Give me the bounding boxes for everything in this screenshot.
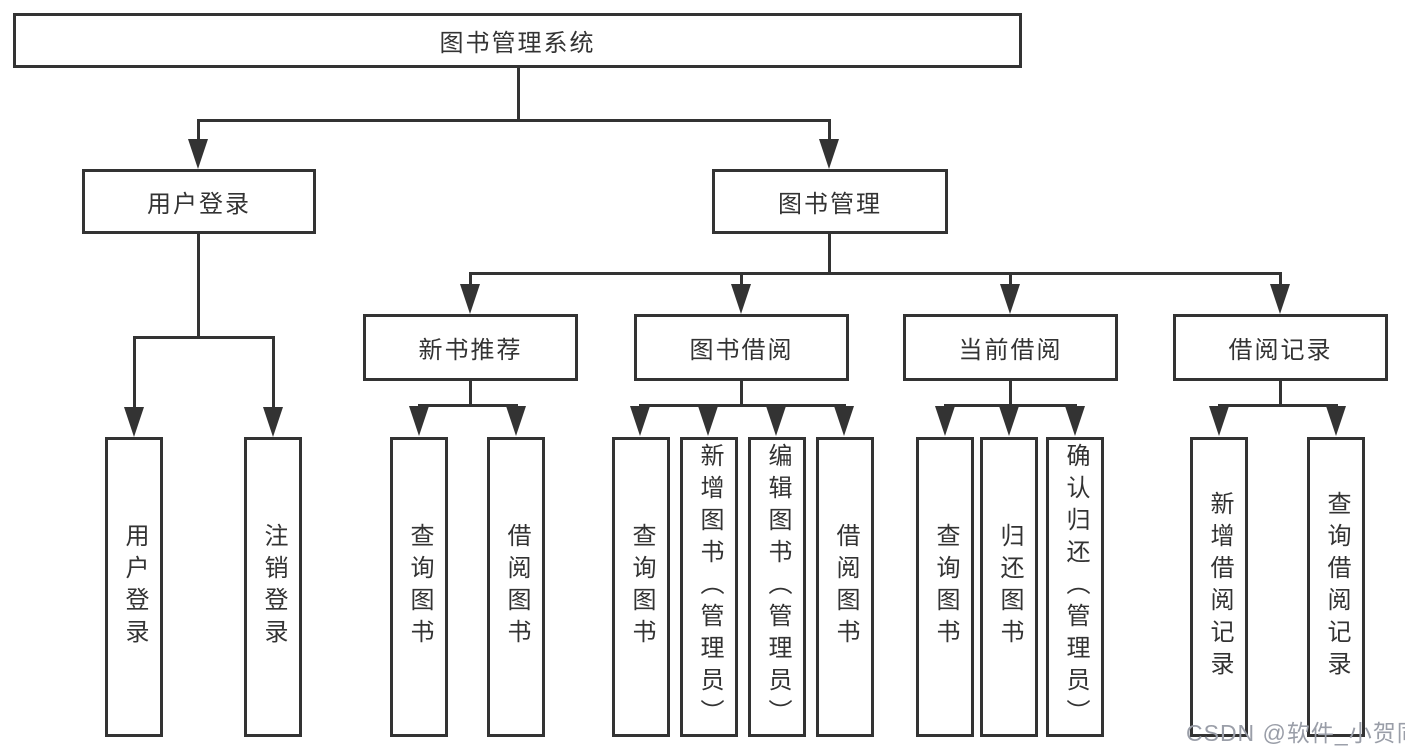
node-book-management-label: 图书管理: [778, 191, 882, 218]
arrow-to-login-leaf1: [124, 407, 144, 437]
node-borrow-borrow-books-label: 借阅图书: [832, 523, 859, 651]
connector-records-stub: [1279, 272, 1282, 288]
node-records-query-record-label: 查询借阅记录: [1323, 491, 1350, 683]
arrow-to-recommend-leaf2: [506, 406, 526, 436]
connector-borrow-vline: [740, 379, 743, 406]
node-new-book-recommend: 新书推荐: [363, 314, 578, 381]
node-current-borrow: 当前借阅: [903, 314, 1118, 381]
node-current-return-books-label: 归还图书: [996, 523, 1023, 651]
node-borrow-add-books-admin: 新增图书（管理员）: [680, 437, 738, 737]
node-recommend-borrow-books: 借阅图书: [487, 437, 545, 737]
node-book-borrow-label: 图书借阅: [689, 337, 794, 364]
arrow-to-current-leaf1: [935, 406, 955, 436]
node-root: 图书管理系统: [13, 13, 1022, 68]
node-current-borrow-label: 当前借阅: [958, 337, 1063, 364]
watermark: CSDN @软件_小贺同学: [1186, 720, 1405, 746]
connector-management-vline: [828, 233, 831, 275]
node-current-return-books: 归还图书: [980, 437, 1038, 737]
node-current-confirm-return-admin: 确认归还（管理员）: [1046, 437, 1104, 737]
node-current-query-books: 查询图书: [916, 437, 974, 737]
connector-login-vline: [197, 233, 200, 338]
arrow-to-book-management: [819, 139, 839, 169]
node-records-add-record-label: 新增借阅记录: [1206, 491, 1233, 683]
node-borrow-borrow-books: 借阅图书: [816, 437, 874, 737]
node-recommend-query-books: 查询图书: [390, 437, 448, 737]
arrow-to-book-borrow: [731, 284, 751, 314]
connector-borrow-hline: [639, 404, 846, 407]
node-current-query-books-label: 查询图书: [932, 523, 959, 651]
connector-login-leaf2-stub: [272, 336, 275, 410]
arrow-to-current-leaf2: [999, 406, 1019, 436]
arrow-to-current-borrow: [1000, 284, 1020, 314]
connector-borrow-stub: [740, 272, 743, 288]
connector-recommend-vline: [469, 379, 472, 406]
connector-login-leaf1-stub: [133, 336, 136, 410]
node-borrow-query-books-label: 查询图书: [628, 523, 655, 651]
node-borrow-query-books: 查询图书: [612, 437, 670, 737]
node-user-login: 用户登录: [82, 169, 316, 234]
node-recommend-query-books-label: 查询图书: [406, 523, 433, 651]
connector-current-stub: [1009, 272, 1012, 288]
connector-records-hline: [1218, 404, 1338, 407]
connector-login-hline: [133, 336, 275, 339]
node-login-user-login: 用户登录: [105, 437, 163, 737]
arrow-to-recommend-leaf1: [409, 406, 429, 436]
connector-login-stub: [197, 119, 200, 144]
connector-records-vline: [1279, 379, 1282, 406]
connector-recommend-stub: [469, 272, 472, 288]
arrow-to-borrow-leaf2: [698, 406, 718, 436]
node-login-logout: 注销登录: [244, 437, 302, 737]
node-login-logout-label: 注销登录: [260, 523, 287, 651]
arrow-to-records-leaf1: [1209, 406, 1229, 436]
arrow-to-borrow-leaf3: [766, 406, 786, 436]
node-new-book-recommend-label: 新书推荐: [418, 337, 523, 364]
arrow-to-new-book-recommend: [460, 284, 480, 314]
connector-root-vline: [517, 68, 520, 121]
arrow-to-user-login: [188, 139, 208, 169]
node-borrow-records-label: 借阅记录: [1228, 337, 1333, 364]
node-borrow-add-books-admin-label: 新增图书（管理员）: [696, 443, 723, 731]
connector-recommend-hline: [418, 404, 518, 407]
node-records-add-record: 新增借阅记录: [1190, 437, 1248, 737]
arrow-to-borrow-leaf1: [630, 406, 650, 436]
arrow-to-borrow-records: [1270, 284, 1290, 314]
arrow-to-records-leaf2: [1326, 406, 1346, 436]
connector-management-stub: [828, 119, 831, 144]
arrow-to-current-leaf3: [1065, 406, 1085, 436]
connector-current-vline: [1009, 379, 1012, 406]
connector-management-hline: [469, 272, 1282, 275]
node-book-borrow: 图书借阅: [634, 314, 849, 381]
node-recommend-borrow-books-label: 借阅图书: [503, 523, 530, 651]
node-borrow-edit-books-admin: 编辑图书（管理员）: [748, 437, 806, 737]
node-root-label: 图书管理系统: [439, 30, 596, 57]
node-book-management: 图书管理: [712, 169, 948, 234]
node-user-login-label: 用户登录: [147, 191, 251, 218]
node-borrow-edit-books-admin-label: 编辑图书（管理员）: [764, 443, 791, 731]
node-borrow-records: 借阅记录: [1173, 314, 1388, 381]
connector-current-hline: [944, 404, 1077, 407]
arrow-to-borrow-leaf4: [834, 406, 854, 436]
connector-root-hline: [197, 119, 831, 122]
arrow-to-login-leaf2: [263, 407, 283, 437]
node-records-query-record: 查询借阅记录: [1307, 437, 1365, 737]
node-current-confirm-return-admin-label: 确认归还（管理员）: [1062, 443, 1089, 731]
node-login-user-login-label: 用户登录: [121, 523, 148, 651]
